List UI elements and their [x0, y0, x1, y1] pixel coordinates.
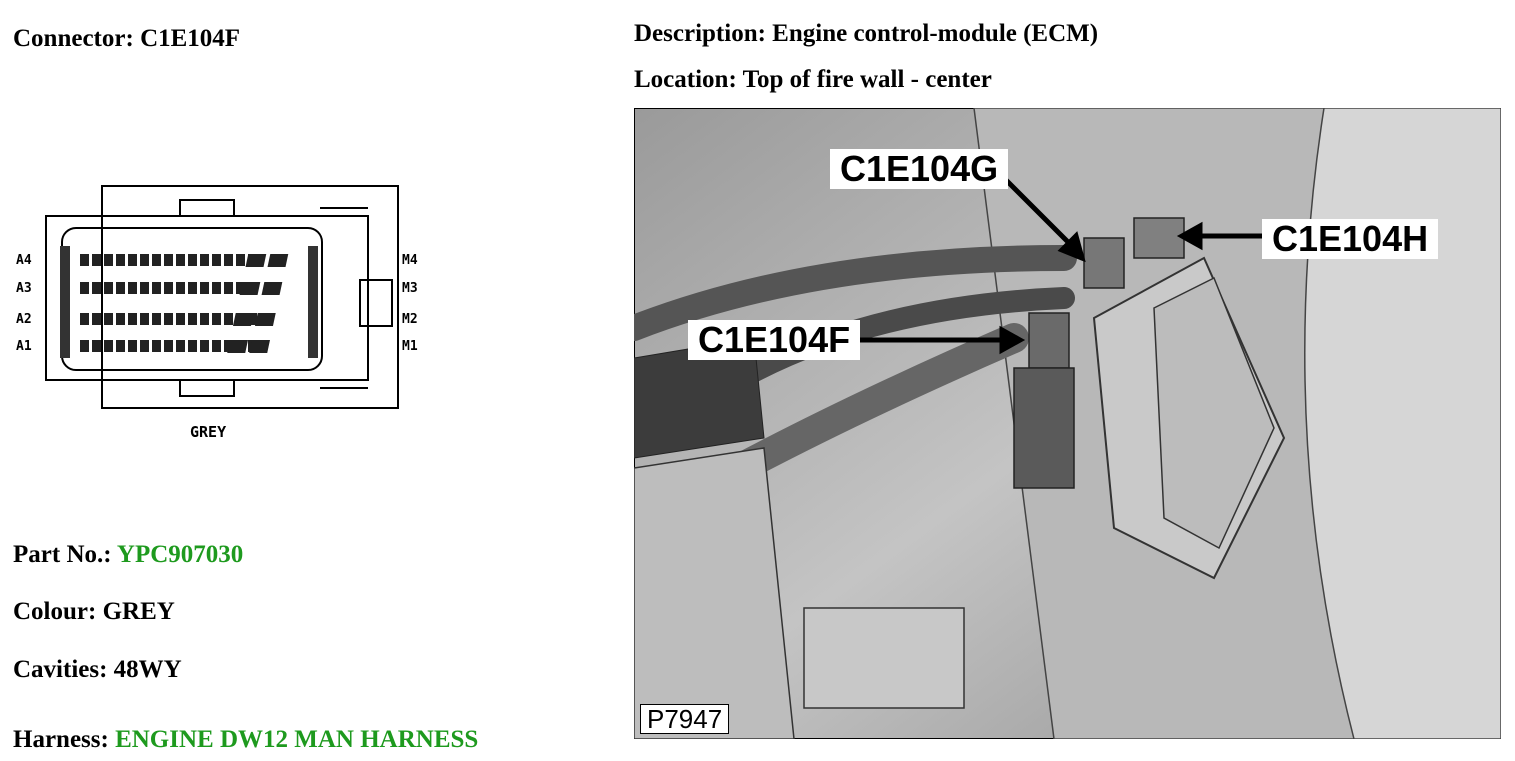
pin-cavity: [116, 340, 125, 352]
connector-value: C1E104F: [140, 25, 241, 52]
pin-cavity: [224, 282, 233, 294]
pin-cavity: [152, 313, 161, 325]
row-label-a3: A3: [16, 281, 32, 296]
location-photo: [634, 108, 1501, 739]
pin-cavity: [188, 254, 197, 266]
pin-cavity: [164, 282, 173, 294]
pin-cavity: [188, 282, 197, 294]
row-label-a2: A2: [16, 312, 32, 327]
power-pin-cavity: [254, 313, 276, 326]
pin-cavity: [140, 340, 149, 352]
pin-cavity: [212, 340, 221, 352]
cavities-value: 48WY: [113, 656, 182, 683]
pin-cavity: [248, 313, 257, 325]
pin-cavity: [176, 313, 185, 325]
power-pin-cavity: [267, 254, 289, 267]
pin-cavity: [236, 254, 245, 266]
pin-cavity: [104, 282, 113, 294]
pin-cavity: [200, 254, 209, 266]
pin-cavity: [80, 282, 89, 294]
description-field: Description: Engine control-module (ECM): [634, 21, 1098, 46]
pin-cavity: [200, 313, 209, 325]
description-label: Description:: [634, 20, 766, 47]
pin-cavity: [164, 313, 173, 325]
row-label-a4: A4: [16, 253, 32, 268]
callout-c1e104g: C1E104G: [830, 149, 1009, 189]
pin-cavity: [128, 340, 137, 352]
pin-cavity: [80, 340, 89, 352]
location-field: Location: Top of fire wall - center: [634, 67, 992, 92]
power-pin-cavity: [239, 282, 261, 295]
power-pin-cavity: [261, 282, 283, 295]
pin-cavity: [128, 282, 137, 294]
pin-cavity: [224, 313, 233, 325]
row-label-m2: M2: [402, 312, 418, 327]
pin-cavity: [92, 282, 101, 294]
description-value: Engine control-module (ECM): [772, 20, 1099, 47]
pin-cavity: [212, 313, 221, 325]
part-no-value: YPC907030: [116, 541, 244, 568]
pin-cavity: [176, 254, 185, 266]
power-pin-cavity: [245, 254, 267, 267]
cavities-field: Cavities: 48WY: [13, 657, 182, 682]
pin-cavity: [140, 254, 149, 266]
colour-value: GREY: [102, 598, 175, 625]
power-pin-cavity: [249, 340, 270, 353]
row-label-a1: A1: [16, 339, 32, 354]
power-pin-cavity: [232, 313, 254, 326]
photo-id-label: P7947: [640, 704, 730, 734]
pin-cavity: [164, 254, 173, 266]
callout-c1e104f: C1E104F: [688, 320, 861, 360]
part-no-label: Part No.:: [13, 541, 112, 568]
harness-field: Harness: ENGINE DW12 MAN HARNESS: [13, 727, 478, 752]
diagram-colour-caption: GREY: [190, 423, 226, 441]
pin-cavity: [152, 340, 161, 352]
pin-cavity: [188, 313, 197, 325]
pin-cavity: [224, 254, 233, 266]
pin-cavity: [152, 282, 161, 294]
pin-cavity: [236, 282, 245, 294]
pin-cavity: [212, 254, 221, 266]
pin-cavity: [80, 313, 89, 325]
pin-cavity: [128, 254, 137, 266]
pin-cavity: [164, 340, 173, 352]
colour-field: Colour: GREY: [13, 599, 175, 624]
pin-cavity: [212, 282, 221, 294]
power-pin-cavity: [227, 340, 248, 353]
pin-cavity: [92, 340, 101, 352]
pin-cavity: [104, 254, 113, 266]
part-no-field: Part No.: YPC907030: [13, 542, 243, 567]
pin-cavity: [116, 313, 125, 325]
connector-field: Connector: C1E104F: [13, 26, 240, 51]
pin-cavity: [140, 282, 149, 294]
pin-cavity: [176, 340, 185, 352]
connector-face-diagram: A4 A3 A2 A1 M4 M3 M2 M1 GREY: [16, 185, 418, 441]
row-label-m1: M1: [402, 339, 418, 354]
pin-cavity: [200, 282, 209, 294]
row-label-m3: M3: [402, 281, 418, 296]
location-value: Top of fire wall - center: [742, 66, 992, 93]
pin-cavity: [152, 254, 161, 266]
row-label-m4: M4: [402, 253, 418, 268]
pin-cavity: [200, 340, 209, 352]
harness-label: Harness:: [13, 726, 109, 753]
pin-cavity: [104, 340, 113, 352]
cavities-label: Cavities:: [13, 656, 108, 683]
pin-cavity: [104, 313, 113, 325]
pin-cavity: [176, 282, 185, 294]
pin-cavity: [140, 313, 149, 325]
callout-c1e104h: C1E104H: [1262, 219, 1439, 259]
pin-cavity: [80, 254, 89, 266]
harness-value: ENGINE DW12 MAN HARNESS: [115, 726, 479, 753]
pin-cavity: [188, 340, 197, 352]
pin-cavity: [224, 340, 233, 352]
pin-cavity: [92, 313, 101, 325]
pin-cavity: [128, 313, 137, 325]
pin-cavity: [92, 254, 101, 266]
location-label: Location:: [634, 66, 737, 93]
colour-label: Colour:: [13, 598, 97, 625]
connector-label: Connector:: [13, 25, 134, 52]
pin-cavity: [116, 254, 125, 266]
pin-cavity: [116, 282, 125, 294]
